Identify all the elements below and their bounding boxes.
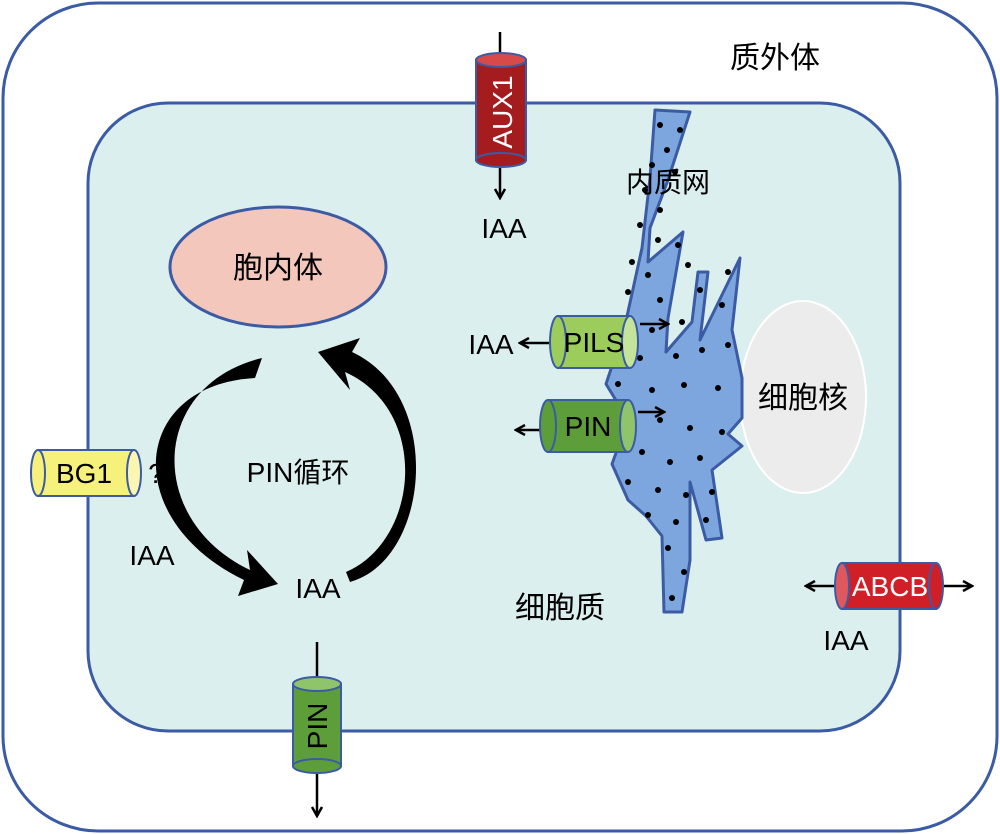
pin-er-transporter: PIN — [516, 399, 664, 453]
pin-cycle-arrow-left — [155, 358, 278, 596]
cytoplasm-label: 细胞质 — [515, 592, 605, 625]
apoplast-label: 质外体 — [730, 42, 820, 75]
pin-er-label: PIN — [565, 411, 612, 442]
endosome — [168, 205, 388, 329]
pin-cycle-label: PIN循环 — [247, 457, 350, 488]
endosome-label: 胞内体 — [233, 252, 323, 285]
abcb-label: ABCB — [852, 571, 928, 602]
aux1-label: AUX1 — [487, 75, 518, 148]
pin-membrane-label: PIN — [302, 703, 333, 750]
pin-membrane-transporter: PIN — [292, 642, 342, 816]
pin-cycle-arrow-right — [318, 338, 417, 582]
aux1-transporter: AUX1 — [475, 32, 527, 198]
pils-transporter: PILS — [520, 315, 668, 369]
iaa-bg1-label: IAA — [129, 540, 174, 571]
nucleus-label: 细胞核 — [758, 382, 848, 415]
iaa-pils-label: IAA — [468, 329, 513, 360]
pils-label: PILS — [564, 327, 625, 358]
iaa-abcb-label: IAA — [823, 625, 868, 656]
abcb-transporter: ABCB — [806, 562, 972, 610]
bg1-question-mark: ? — [148, 458, 164, 489]
bg1-label: BG1 — [56, 458, 112, 489]
er-label: 内质网 — [626, 167, 710, 198]
bg1-transporter: BG1 — [30, 449, 142, 497]
iaa-cycle-label: IAA — [295, 573, 340, 604]
iaa-aux1-label: IAA — [481, 213, 526, 244]
